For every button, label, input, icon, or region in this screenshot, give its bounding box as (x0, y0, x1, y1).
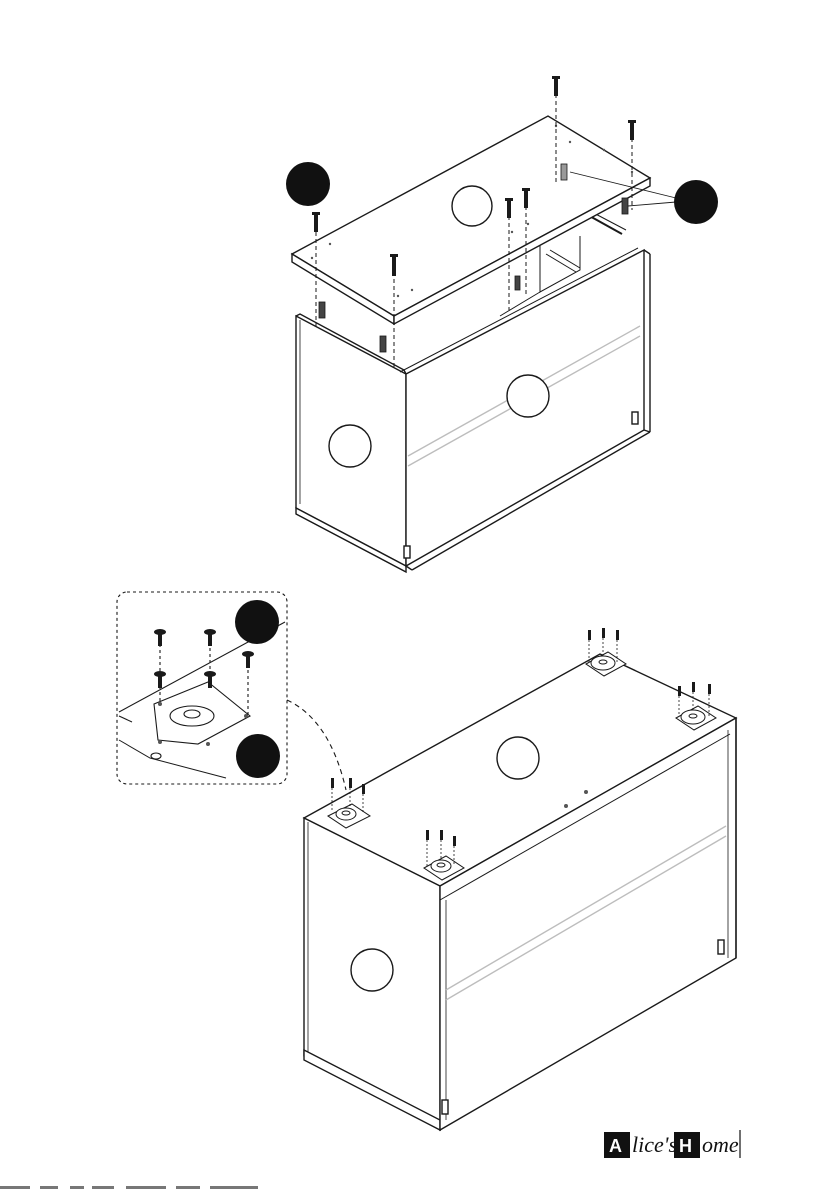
brand-logo: A lice's H ome (604, 1130, 740, 1158)
part-circle (507, 375, 549, 417)
brand-cap-h: H (679, 1136, 692, 1156)
hardware-badge-icon (674, 180, 718, 224)
hardware-badge-icon (286, 162, 330, 206)
brand-mid: lice's (632, 1132, 677, 1157)
brand-end: ome (702, 1132, 739, 1157)
part-circle (497, 737, 539, 779)
page-bottom-marks (0, 1186, 258, 1189)
part-circle (329, 425, 371, 467)
detail-inset (117, 592, 362, 822)
brand-cap-a: A (609, 1136, 622, 1156)
hardware-badge-icon (236, 734, 280, 778)
part-circle (351, 949, 393, 991)
part-circle (452, 186, 492, 226)
top-assembly (286, 76, 718, 572)
detail-callout-line (287, 700, 346, 790)
hardware-badge-icon (235, 600, 279, 644)
bottom-assembly (304, 628, 736, 1130)
